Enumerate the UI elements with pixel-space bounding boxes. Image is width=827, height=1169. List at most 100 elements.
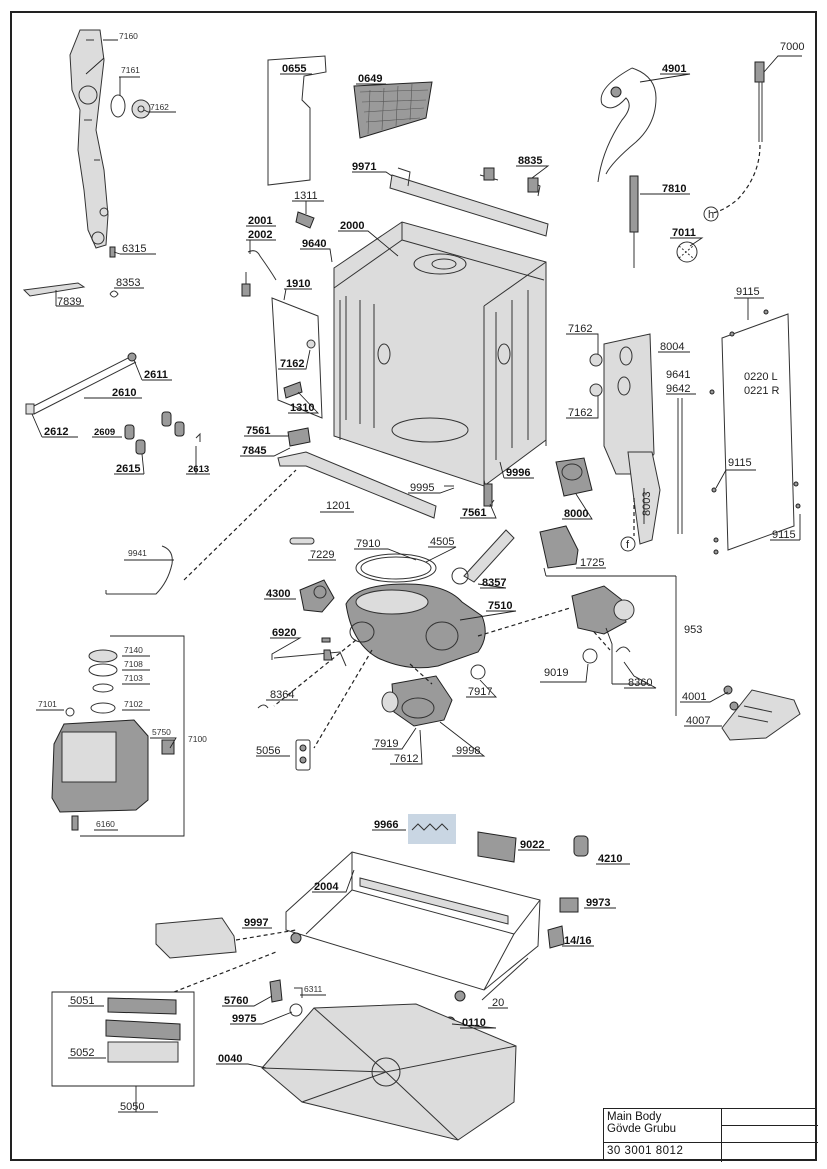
label-9966: 9966 bbox=[374, 819, 398, 831]
title-turkish: Gövde Grubu bbox=[607, 1123, 677, 1135]
label-2613: 2613 bbox=[188, 464, 209, 475]
parts-5760-9975 bbox=[269, 957, 529, 1017]
label-7229: 7229 bbox=[310, 549, 334, 561]
bottom-tray-0040 bbox=[261, 1003, 517, 1141]
label-h: h bbox=[708, 209, 714, 221]
softener-group-7100 bbox=[51, 649, 175, 831]
part-labels: 7160 7161 7162 6315 8353 7839 2611 2610 … bbox=[38, 31, 804, 1113]
title-empty-cell-top bbox=[722, 1109, 818, 1126]
circulation-pump-953 bbox=[571, 585, 635, 664]
label-2000: 2000 bbox=[340, 220, 364, 232]
tube-7810 bbox=[629, 175, 639, 268]
label-7917: 7917 bbox=[468, 686, 492, 698]
label-7561-left: 7561 bbox=[246, 425, 270, 437]
label-6315: 6315 bbox=[122, 243, 146, 255]
gasket-7910 bbox=[355, 553, 437, 583]
wire-2001 bbox=[241, 250, 277, 297]
label-7510: 7510 bbox=[488, 600, 512, 612]
clip-7917 bbox=[470, 664, 486, 680]
label-2001: 2001 bbox=[248, 215, 272, 227]
label-7612: 7612 bbox=[394, 753, 418, 765]
title-block: Main Body Gövde Grubu 30 3001 8012 bbox=[603, 1108, 818, 1162]
label-7100: 7100 bbox=[188, 734, 207, 744]
hose-8357 bbox=[451, 529, 515, 585]
holder-1311 bbox=[295, 211, 315, 229]
label-7839: 7839 bbox=[57, 296, 81, 308]
label-2002: 2002 bbox=[248, 229, 272, 241]
label-9640: 9640 bbox=[302, 238, 326, 250]
label-7162-lower: 7162 bbox=[568, 407, 592, 419]
label-7845: 7845 bbox=[242, 445, 266, 457]
label-4210: 4210 bbox=[598, 853, 622, 865]
part-4210 bbox=[573, 835, 589, 857]
holder-7561 bbox=[287, 427, 311, 447]
title-empty-cell-mid bbox=[722, 1126, 818, 1143]
part-14-16 bbox=[547, 925, 565, 949]
title-cell: Main Body Gövde Grubu bbox=[604, 1109, 722, 1143]
label-9022: 9022 bbox=[520, 839, 544, 851]
duct-1725 bbox=[539, 525, 579, 569]
clip-8364 bbox=[257, 704, 269, 709]
wire-9941 bbox=[105, 545, 173, 595]
label-0655: 0655 bbox=[282, 63, 306, 75]
title-english: Main Body bbox=[607, 1111, 662, 1123]
hinge-pulley bbox=[131, 99, 151, 119]
hose-4901 bbox=[597, 67, 657, 183]
label-5051: 5051 bbox=[70, 995, 94, 1007]
label-7162-top: 7162 bbox=[150, 102, 169, 112]
clip-8353 bbox=[109, 290, 119, 298]
clip-5056 bbox=[295, 739, 311, 771]
label-9973: 9973 bbox=[586, 897, 610, 909]
label-953: 953 bbox=[684, 624, 702, 636]
clip-7229 bbox=[289, 537, 315, 545]
label-4007: 4007 bbox=[686, 715, 710, 727]
label-7162-tub: 7162 bbox=[280, 358, 304, 370]
label-8000: 8000 bbox=[564, 508, 588, 520]
label-6920: 6920 bbox=[272, 627, 296, 639]
label-2612: 2612 bbox=[44, 426, 68, 438]
label-9998: 9998 bbox=[456, 745, 480, 757]
front-rail-1201 bbox=[277, 451, 437, 519]
label-8353: 8353 bbox=[116, 277, 140, 289]
label-7103: 7103 bbox=[124, 673, 143, 683]
label-6160: 6160 bbox=[96, 819, 115, 829]
label-7160: 7160 bbox=[119, 31, 138, 41]
label-9995: 9995 bbox=[410, 482, 434, 494]
label-9996: 9996 bbox=[506, 467, 530, 479]
label-0220: 0220 L bbox=[744, 371, 778, 383]
label-7910: 7910 bbox=[356, 538, 380, 550]
label-8835: 8835 bbox=[518, 155, 542, 167]
wire-6920 bbox=[273, 637, 347, 667]
hinge-ring bbox=[110, 94, 126, 118]
sump-pump-7510 bbox=[345, 583, 486, 669]
sensor-rod-7000 bbox=[703, 61, 765, 222]
mesh-0649 bbox=[353, 81, 433, 139]
hinge-plate-8004 bbox=[589, 333, 655, 475]
label-8003: 8003 bbox=[641, 492, 653, 516]
label-9642: 9642 bbox=[666, 383, 690, 395]
label-14-16: 14/16 bbox=[564, 935, 592, 947]
label-7102: 7102 bbox=[124, 699, 143, 709]
clip-9995-7561 bbox=[444, 479, 495, 508]
top-bar-9971 bbox=[389, 167, 549, 237]
label-1311: 1311 bbox=[294, 190, 318, 202]
label-9997: 9997 bbox=[244, 917, 268, 929]
label-2611: 2611 bbox=[144, 369, 168, 381]
label-8360: 8360 bbox=[628, 677, 652, 689]
drawing-frame bbox=[10, 11, 817, 1161]
rod-9641 bbox=[677, 398, 683, 534]
label-20: 20 bbox=[492, 997, 504, 1009]
part-9973 bbox=[559, 897, 579, 913]
label-1201: 1201 bbox=[326, 500, 350, 512]
label-9115-bottom: 9115 bbox=[772, 529, 796, 541]
label-1725: 1725 bbox=[580, 557, 604, 569]
label-f: f bbox=[626, 539, 630, 551]
label-7561-right: 7561 bbox=[462, 507, 486, 519]
bracket-8000 bbox=[555, 457, 593, 497]
label-9975: 9975 bbox=[232, 1013, 256, 1025]
label-4901: 4901 bbox=[662, 63, 686, 75]
dashed-leaders-base bbox=[173, 929, 297, 993]
label-7919: 7919 bbox=[374, 738, 398, 750]
part-9997 bbox=[155, 917, 237, 959]
label-7162-upper: 7162 bbox=[568, 323, 592, 335]
